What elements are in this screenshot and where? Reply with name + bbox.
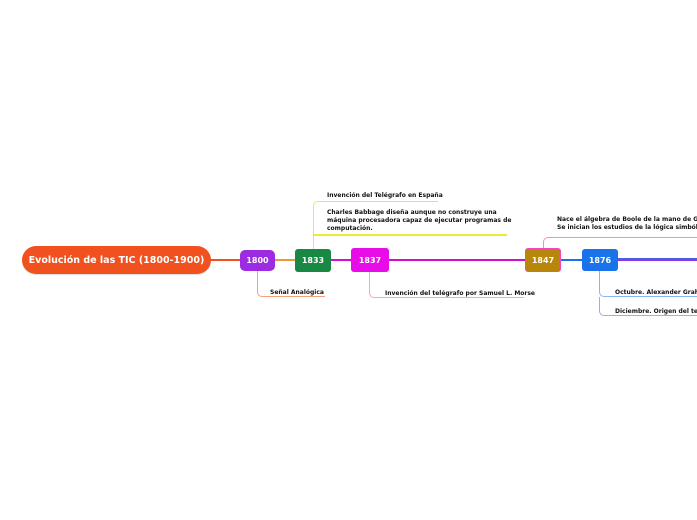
label-morse[interactable]: Invención del telégrafo por Samuel L. Mo… (385, 290, 536, 297)
connector-1876-right-purple (616, 259, 697, 261)
branch-1876-octubre (599, 271, 697, 297)
connector-1876-right-blue (616, 258, 697, 260)
label-senal-analogica[interactable]: Señal Analógica (270, 289, 324, 296)
node-1837[interactable]: 1837 (351, 248, 389, 272)
connector-1837-1847 (387, 259, 527, 261)
branch-1837-bottom (369, 272, 524, 298)
branch-1800-bottom (257, 271, 325, 297)
root-node-title[interactable]: Evolución de las TIC (1800-1900) (22, 246, 211, 274)
connector-1800-1833 (273, 259, 297, 261)
node-1800[interactable]: 1800 (240, 250, 275, 271)
branch-1876-diciembre (599, 297, 697, 316)
connector-1833-1837 (329, 259, 353, 261)
node-1833[interactable]: 1833 (295, 249, 331, 272)
node-1876[interactable]: 1876 (582, 249, 618, 271)
branch-1833-babbage-underline (314, 234, 507, 236)
label-charles-babbage[interactable]: Charles Babbage diseña aunque no constru… (327, 209, 512, 233)
label-boole-line2[interactable]: Se inician los estudios de la lógica sim… (557, 224, 697, 231)
label-octubre-graham[interactable]: Octubre. Alexander Graham (615, 289, 697, 296)
branch-1833-top (313, 201, 438, 249)
branch-1847-top (543, 237, 697, 248)
label-telegrafo-espana[interactable]: Invención del Telégrafo en España (327, 192, 443, 199)
connector-root-1800 (208, 259, 244, 261)
node-1847[interactable]: 1847 (525, 248, 561, 272)
label-boole-line1[interactable]: Nace el álgebra de Boole de la mano de G… (557, 216, 697, 223)
connector-1847-1876 (559, 259, 584, 261)
label-diciembre-telefono[interactable]: Diciembre. Origen del teléf (615, 308, 697, 315)
